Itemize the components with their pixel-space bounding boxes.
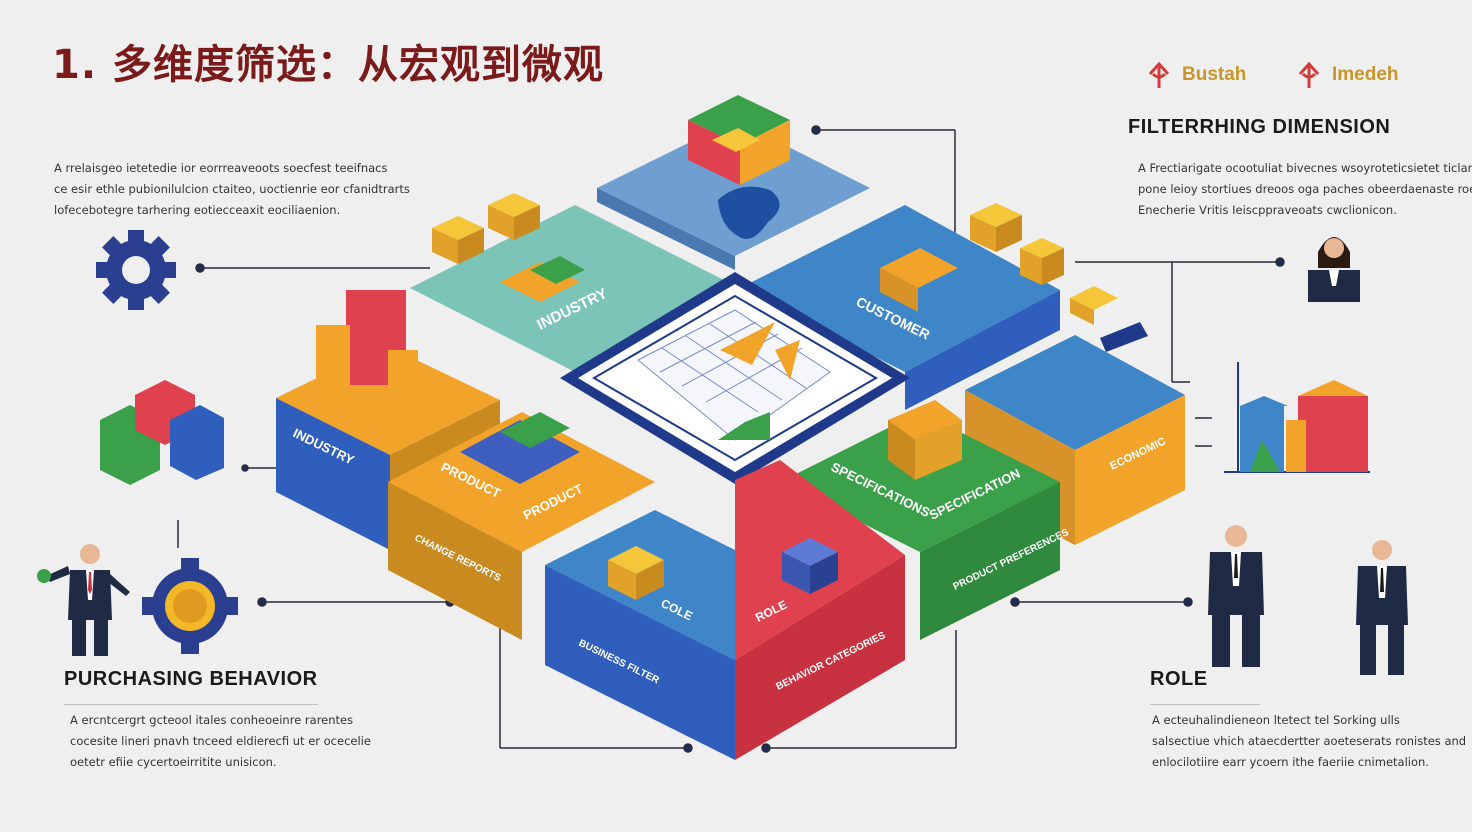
text-line: A ercntcergrt gcteool itales conheoeinre… [70,713,354,727]
gear-icon [96,230,176,310]
text-line: A ecteuhalindieneon ltetect tel Sorking … [1152,713,1400,727]
right-block-top [965,335,1185,450]
map-tile-top [597,120,870,256]
text-line: ce esir ethle pubionilulcion ctaiteo, uo… [54,182,410,196]
role-heading: ROLE [1150,668,1208,690]
gear-coin-icon [142,558,238,654]
text-line: oetetr efiie cycertoeirritite unisicon. [70,755,277,769]
page-title: 1. 多维度筛选：从宏观到微观 [52,42,604,88]
puzzle-blocks-icon [100,380,224,485]
text-line: A Frectiarigate ocootuliat bivecnes wsoy… [1138,161,1472,175]
divider [64,704,318,705]
brand-bustah: Bustah [1144,60,1246,90]
text-line: Enecherie Vritis Ieiscppraveoats cwclion… [1138,203,1397,217]
top-left-description: A rrelaisgeo ietetedie ior eorrreaveoots… [54,158,410,221]
decorative-cubes [316,193,1118,600]
businessman-icon [37,544,130,656]
text-line: salsectiue vhich ataecdertter aoeteserat… [1152,734,1467,748]
right-block-side [1075,395,1185,545]
specification-tile-side [920,482,1060,640]
role-tile-side [735,555,905,760]
divider [1150,704,1260,705]
map-tile-side [597,188,735,270]
purchasing-behavior-heading: PURCHASING BEHAVIOR [64,668,318,690]
brand-name: Imedeh [1332,64,1399,85]
top-right-description: A Frectiarigate ocootuliat bivecnes wsoy… [1138,158,1472,221]
text-line: A rrelaisgeo ietetedie ior eorrreaveoots… [54,161,388,175]
businesswoman-icon [1308,237,1360,302]
cole-tile-side [545,565,735,760]
filtering-dimension-heading: FILTERRHING DIMENSION [1128,116,1391,138]
signpost-icon [1148,61,1170,88]
left-block-side [276,398,390,550]
product-tile-side [388,482,522,640]
map-shape [718,186,780,239]
connector-lines [177,125,1285,753]
bottom-right-description: A ecteuhalindieneon ltetect tel Sorking … [1152,710,1466,773]
businessman-icon [1208,525,1264,667]
brand-name: Bustah [1182,64,1247,85]
businessman-icon [1356,540,1408,675]
text-line: pone leioy stortiues dreoos oga paches o… [1138,182,1472,196]
bar-chart-icon [1224,362,1370,473]
bottom-left-description: A ercntcergrt gcteool itales conheoeinre… [70,710,371,773]
text-line: cocesite lineri pnavh tnceed eldierecfi … [70,734,371,748]
signpost-icon [1298,61,1320,88]
text-line: enlocilotiire earr ycoern ithe faeriie c… [1152,755,1429,769]
text-line: lofecebotegre tarhering eotiecceaxit eoc… [54,203,341,217]
brand-imedeh: Imedeh [1294,60,1399,90]
industry-tile-top [410,205,740,372]
